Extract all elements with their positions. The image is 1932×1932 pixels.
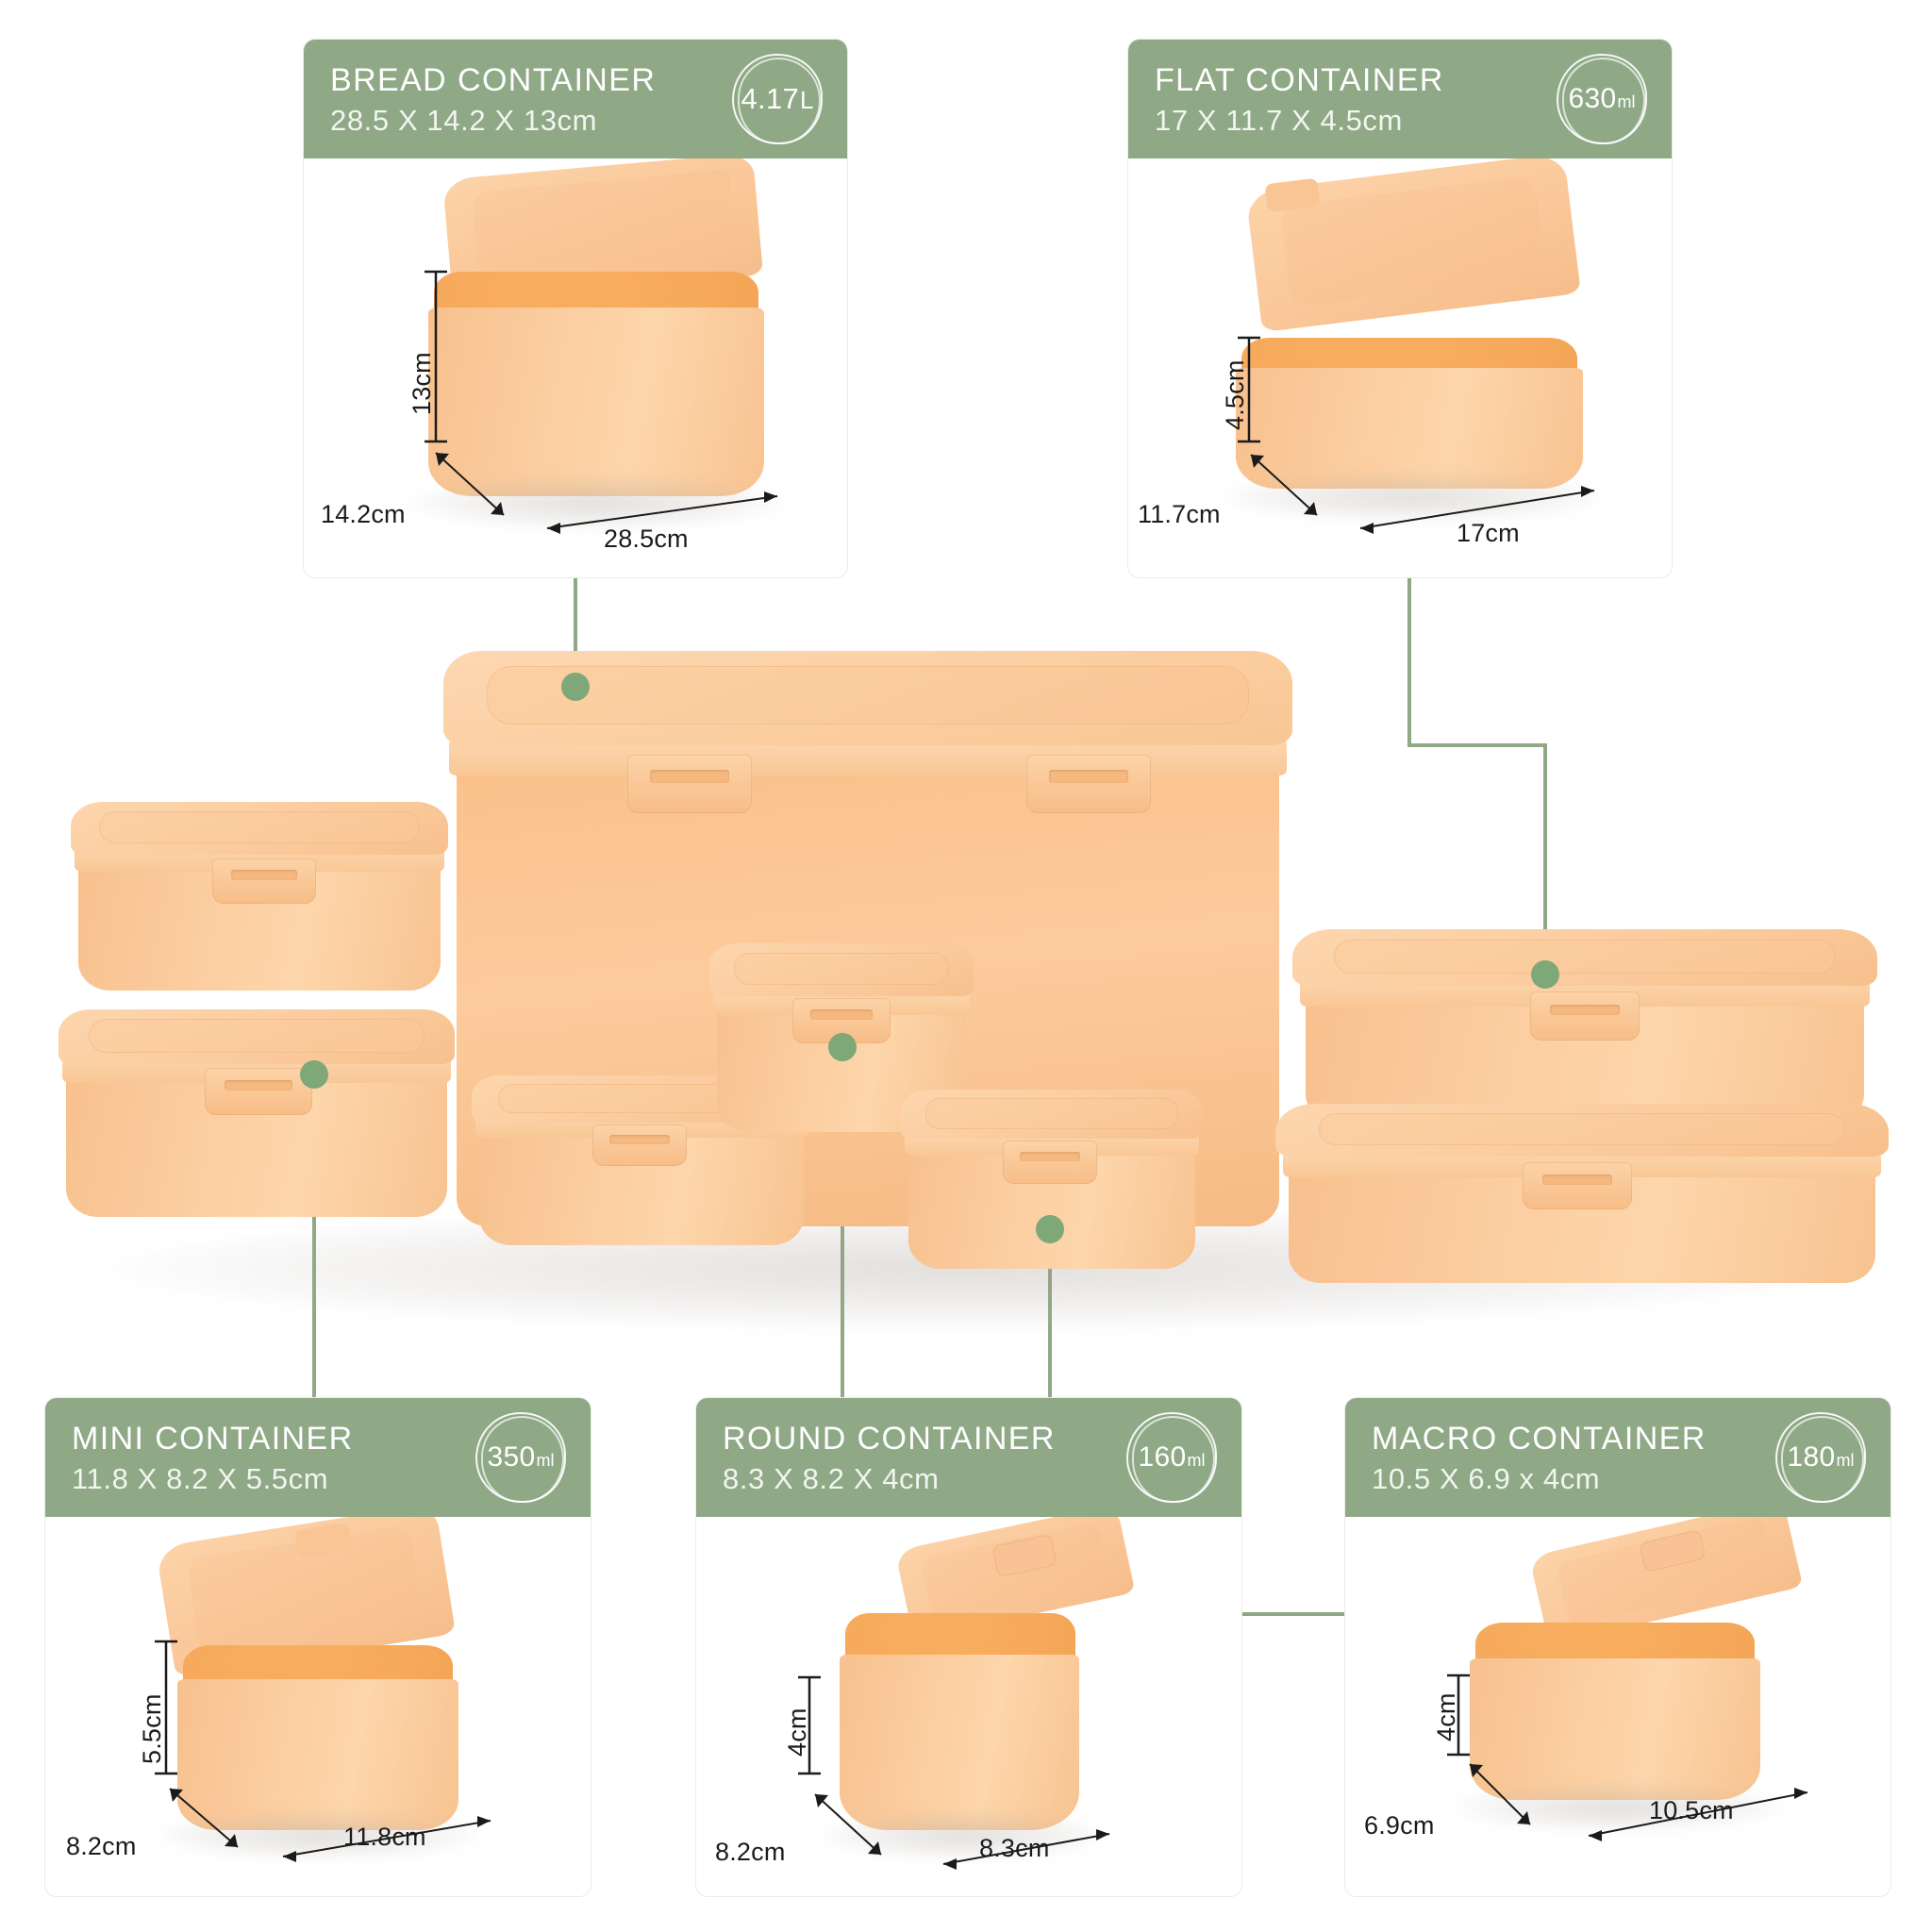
mini-height-label: 5.5cm [138, 1693, 166, 1765]
bread-width-label: 28.5cm [604, 525, 689, 554]
volume-value-round: 160 [1138, 1441, 1187, 1474]
card-bread-dimensions: 28.5 X 14.2 X 13cm [330, 104, 598, 138]
volume-badge-round: 160 ml [1126, 1412, 1217, 1504]
volume-value-flat: 630 [1568, 83, 1617, 115]
flat-dimension-lines [1238, 336, 1595, 535]
mini-depth-label: 8.2cm [66, 1832, 137, 1861]
flat-container-photo-bottom [1275, 1104, 1889, 1283]
bread-height-label: 13cm [408, 352, 436, 416]
flat-depth-label: 11.7cm [1138, 500, 1221, 529]
flat-container-photo-top [1292, 929, 1877, 1123]
mini-container-photo-bottom [58, 1009, 455, 1217]
card-round-body: 4cm 8.2cm 8.3cm [696, 1517, 1241, 1896]
flat-height-label: 4.5cm [1221, 359, 1249, 431]
marker-dot-macro[interactable] [1036, 1215, 1064, 1243]
card-flat-container[interactable]: FLAT CONTAINER 17 X 11.7 X 4.5cm 630 ml [1128, 40, 1672, 577]
bread-clasp-right [1026, 755, 1151, 813]
card-bread-header: BREAD CONTAINER 28.5 X 14.2 X 13cm 4.17 … [304, 40, 847, 159]
volume-value-mini: 350 [487, 1441, 536, 1474]
marker-dot-flat[interactable] [1531, 960, 1559, 989]
card-macro-body: 4cm 6.9cm 10.5cm [1345, 1517, 1890, 1896]
volume-value-bread: 4.17 [741, 82, 800, 116]
card-mini-title: MINI CONTAINER [72, 1421, 354, 1457]
bread-clasp-left [627, 755, 752, 813]
round-depth-label: 8.2cm [715, 1838, 786, 1867]
volume-unit-bread: L [800, 86, 814, 115]
mini-container-photo-top [71, 802, 448, 991]
card-mini-body: 5.5cm 8.2cm 11.8cm [45, 1517, 591, 1896]
card-round-container[interactable]: ROUND CONTAINER 8.3 X 8.2 X 4cm 160 ml [696, 1398, 1241, 1896]
volume-value-macro: 180 [1787, 1441, 1836, 1474]
volume-unit-round: ml [1187, 1451, 1206, 1471]
card-flat-title: FLAT CONTAINER [1155, 62, 1444, 98]
card-macro-dimensions: 10.5 X 6.9 x 4cm [1372, 1462, 1601, 1496]
card-macro-container[interactable]: MACRO CONTAINER 10.5 X 6.9 x 4cm 180 ml [1345, 1398, 1890, 1896]
bread-dimension-lines [425, 270, 778, 535]
card-flat-header: FLAT CONTAINER 17 X 11.7 X 4.5cm 630 ml [1128, 40, 1672, 159]
marker-dot-mini[interactable] [300, 1060, 328, 1089]
connector-flat [1407, 577, 1547, 962]
volume-unit-macro: ml [1836, 1451, 1855, 1471]
card-round-dimensions: 8.3 X 8.2 X 4cm [723, 1462, 940, 1496]
marker-dot-round[interactable] [828, 1033, 857, 1061]
marker-dot-bread[interactable] [561, 673, 590, 701]
volume-unit-mini: ml [536, 1451, 555, 1471]
mini-dimension-lines [155, 1640, 491, 1863]
volume-badge-flat: 630 ml [1557, 54, 1647, 145]
card-macro-title: MACRO CONTAINER [1372, 1421, 1707, 1457]
flat-width-label: 17cm [1457, 519, 1520, 548]
card-mini-dimensions: 11.8 X 8.2 X 5.5cm [72, 1462, 329, 1496]
macro-width-label: 10.5cm [1649, 1796, 1734, 1825]
card-macro-header: MACRO CONTAINER 10.5 X 6.9 x 4cm 180 ml [1345, 1398, 1890, 1518]
volume-badge-bread: 4.17 L [732, 54, 823, 145]
round-height-label: 4cm [783, 1707, 811, 1757]
macro-container-photo [901, 1090, 1203, 1269]
card-round-header: ROUND CONTAINER 8.3 X 8.2 X 4cm 160 ml [696, 1398, 1241, 1518]
mini-width-label: 11.8cm [343, 1823, 426, 1852]
card-mini-container[interactable]: MINI CONTAINER 11.8 X 8.2 X 5.5cm 350 ml [45, 1398, 591, 1896]
volume-badge-mini: 350 ml [475, 1412, 566, 1504]
card-bread-container[interactable]: BREAD CONTAINER 28.5 X 14.2 X 13cm 4.17 … [304, 40, 847, 577]
card-bread-body: 13cm 14.2cm 28.5cm [304, 158, 847, 577]
card-flat-body: 4.5cm 11.7cm 17cm [1128, 158, 1672, 577]
card-bread-title: BREAD CONTAINER [330, 62, 657, 98]
card-flat-dimensions: 17 X 11.7 X 4.5cm [1155, 104, 1403, 138]
macro-depth-label: 6.9cm [1364, 1811, 1435, 1840]
round-dimension-lines [798, 1675, 1110, 1871]
card-round-title: ROUND CONTAINER [723, 1421, 1056, 1457]
volume-badge-macro: 180 ml [1775, 1412, 1866, 1504]
round-width-label: 8.3cm [979, 1834, 1050, 1863]
macro-height-label: 4cm [1432, 1692, 1460, 1742]
macro-dimension-lines [1447, 1674, 1808, 1842]
card-mini-header: MINI CONTAINER 11.8 X 8.2 X 5.5cm 350 ml [45, 1398, 591, 1518]
volume-unit-flat: ml [1617, 92, 1636, 112]
round-container-photo [709, 943, 974, 1132]
bread-depth-label: 14.2cm [321, 500, 406, 529]
